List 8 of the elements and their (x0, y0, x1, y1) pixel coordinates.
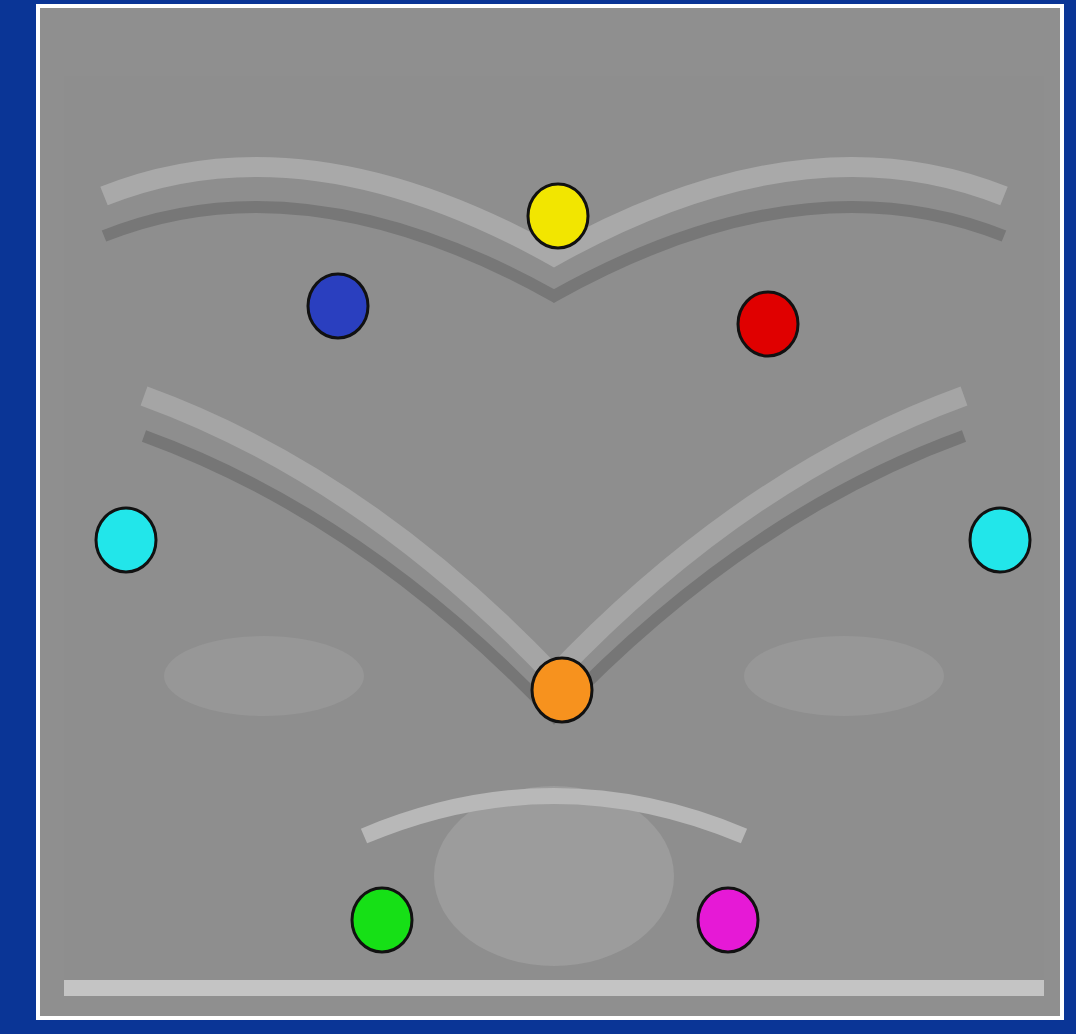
marker-dot (94, 506, 158, 574)
marker-dot (696, 886, 760, 954)
marker-dot (526, 182, 590, 250)
marker-dot (350, 886, 414, 954)
marker-dot (968, 506, 1032, 574)
marker-dot (530, 656, 594, 724)
marker-dot (306, 272, 370, 340)
marker-dot (736, 290, 800, 358)
